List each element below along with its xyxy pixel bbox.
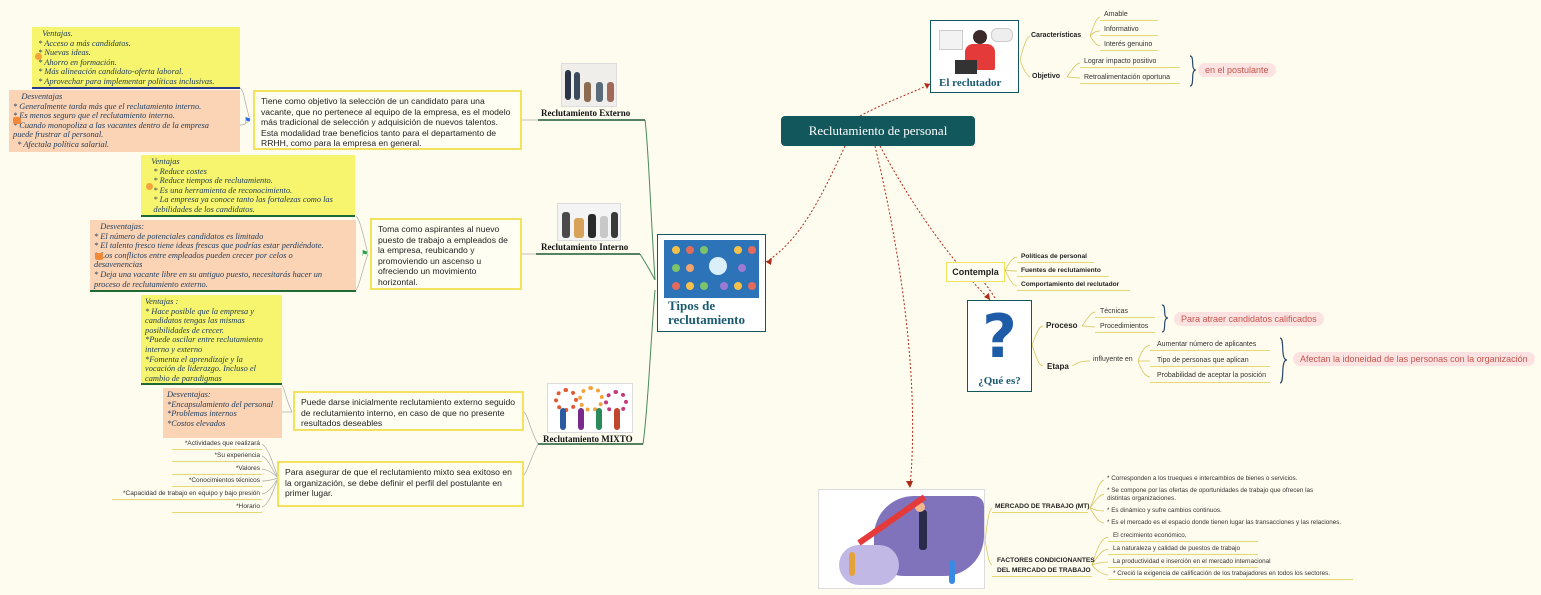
contempla-node[interactable]: Contempla [946, 262, 1005, 282]
externo-desventajas: Desventajas * Generalmente tarda más que… [9, 90, 240, 152]
proceso-label[interactable]: Proceso [1046, 321, 1078, 330]
etapa-item[interactable]: Probabilidad de aceptar la posición [1157, 372, 1266, 379]
mt-item[interactable]: * Es el mercado es el espacio donde tien… [1107, 519, 1342, 526]
mixto-perfil-text: Para asegurar de que el reclutamiento mi… [277, 461, 524, 507]
que-es-node[interactable]: ? ¿Qué es? [967, 300, 1032, 392]
fc-item[interactable]: El crecimiento económico, [1113, 532, 1187, 539]
frown-icon [13, 117, 21, 124]
perfil-item[interactable]: *Horario [236, 503, 260, 510]
externo-title[interactable]: Reclutamiento Externo [541, 108, 631, 118]
interno-title[interactable]: Reclutamiento Interno [541, 242, 629, 252]
objetivo-item[interactable]: Lograr impacto positivo [1084, 58, 1157, 65]
flag-icon: ⚑ [244, 116, 252, 125]
externo-ventajas: Ventajas. * Acceso a más candidatos. * N… [32, 27, 240, 89]
question-mark-icon: ? [982, 302, 1017, 372]
caracteristica-item[interactable]: Informativo [1104, 26, 1139, 33]
mixto-title[interactable]: Reclutamiento MIXTO [543, 434, 633, 444]
perfil-item[interactable]: *Conocimientos técnicos [188, 477, 260, 484]
mt-item[interactable]: * Corresponden a los trueques e intercam… [1107, 475, 1298, 482]
mixto-desventajas: Desventajas: *Encapsulamiento del person… [163, 388, 282, 438]
externo-description: Tiene como objetivo la selección de un c… [253, 90, 522, 150]
perfil-item[interactable]: *Su experiencia [214, 452, 260, 459]
interno-desventajas: Desventajas: * El número de potenciales … [90, 220, 356, 292]
mercado-image [818, 489, 985, 589]
perfil-item[interactable]: *Capacidad de trabajo en equipo y bajo p… [123, 490, 260, 497]
objetivo-label[interactable]: Objetivo [1032, 73, 1061, 80]
tipos-image [664, 240, 759, 298]
central-topic[interactable]: Reclutamiento de personal [781, 116, 975, 146]
proceso-item[interactable]: Técnicas [1100, 308, 1129, 315]
perfil-item[interactable]: *Valores [235, 465, 260, 472]
connector-central-tipos [765, 145, 846, 263]
mt-item[interactable]: * Se compone por las ofertas de oportuni… [1107, 487, 1314, 502]
reclutador-node[interactable]: El reclutador [930, 20, 1019, 93]
caracteristica-item[interactable]: Amable [1104, 11, 1128, 18]
objetivo-tag: en el postulante [1198, 63, 1276, 77]
smile-icon [146, 183, 153, 190]
mixto-ventajas: Ventajas : * Hace posible que la empresa… [141, 295, 282, 385]
perfil-item[interactable]: *Actividades que realizará [184, 440, 260, 447]
reclutador-title: El reclutador [939, 77, 1002, 89]
reclutador-image [935, 24, 1014, 76]
mercado-mt-label[interactable]: MERCADO DE TRABAJO (MT) [995, 503, 1090, 510]
interno-image [557, 203, 621, 241]
tipos-title: Tipos de reclutamiento [668, 298, 746, 327]
mixto-image [547, 383, 633, 433]
mercado-fc-label[interactable]: FACTORES CONDICIONANTES DEL MERCADO DE T… [997, 557, 1095, 574]
proceso-tag: Para atraer candidatos calificados [1174, 312, 1324, 326]
etapa-label[interactable]: Etapa [1047, 362, 1069, 371]
smile-icon [35, 53, 42, 60]
influyente-label: influyente en [1093, 356, 1133, 363]
mixto-description: Puede darse inicialmente reclutamiento e… [293, 391, 524, 431]
interno-description: Toma como aspirantes al nuevo puesto de … [370, 218, 522, 290]
flag-icon: ⚑ [361, 249, 369, 258]
central-topic-title: Reclutamiento de personal [808, 123, 948, 138]
caracteristica-item[interactable]: Interés genuino [1104, 41, 1153, 48]
etapa-item[interactable]: Tipo de personas que aplican [1157, 357, 1249, 364]
connector-central-queeS [879, 145, 991, 301]
contempla-item[interactable]: Fuentes de reclutamiento [1021, 267, 1101, 274]
tipos-node[interactable]: Tipos de reclutamiento [657, 234, 766, 332]
que-es-title: ¿Qué es? [978, 375, 1021, 387]
frown-icon [95, 253, 103, 260]
connector-central-mercado [874, 145, 914, 488]
connector-queeS-contempla [979, 277, 996, 299]
contempla-item[interactable]: Comportamiento del reclutador [1021, 281, 1120, 288]
fc-item[interactable]: * Creció la exigencia de calificación de… [1113, 570, 1331, 577]
contempla-item[interactable]: Políticas de personal [1021, 253, 1087, 260]
caracteristicas-label[interactable]: Características [1031, 32, 1082, 39]
connector-central-reclutador [859, 83, 931, 117]
proceso-item[interactable]: Procedimientos [1100, 323, 1149, 330]
contempla-label: Contempla [952, 267, 999, 277]
objetivo-item[interactable]: Retroalimentación oportuna [1084, 74, 1170, 81]
externo-image [561, 63, 617, 107]
etapa-tag: Afectan la idoneidad de las personas con… [1293, 352, 1535, 366]
mt-item[interactable]: * Es dinámico y sufre cambios continuos. [1107, 507, 1222, 514]
fc-item[interactable]: La productividad e inserción en el merca… [1113, 558, 1271, 565]
etapa-item[interactable]: Aumentar número de aplicantes [1157, 341, 1257, 348]
interno-ventajas: Ventajas * Reduce costes * Reduce tiempo… [141, 155, 355, 217]
fc-item[interactable]: La naturaleza y calidad de puestos de tr… [1113, 545, 1241, 552]
